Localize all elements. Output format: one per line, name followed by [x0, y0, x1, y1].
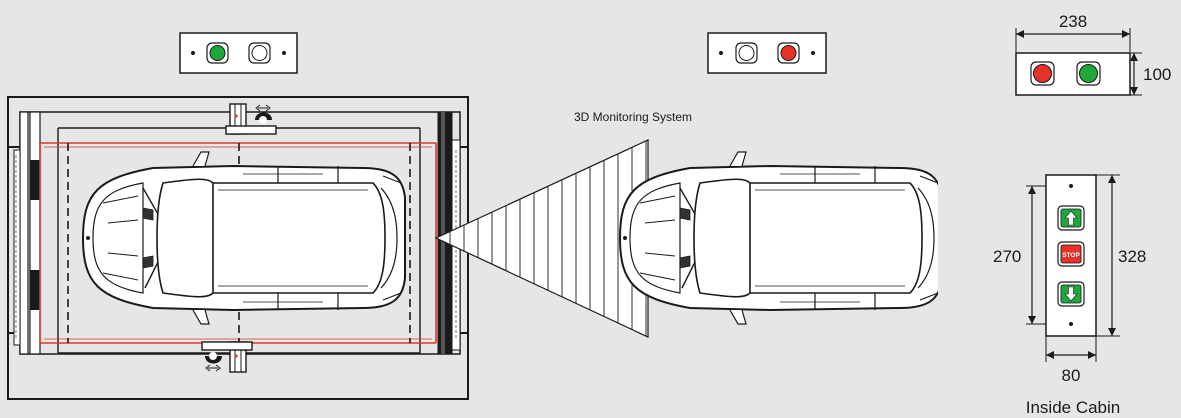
- cabin-panel-drawing: STOP 270 328 80 Inside Cabin: [993, 174, 1146, 417]
- off-indicator-light: [251, 45, 268, 61]
- arrow-up-icon: [1064, 210, 1078, 226]
- width-bottom-label: 80: [1062, 366, 1081, 385]
- panel-dimension-drawing: 238 100: [1015, 12, 1171, 96]
- green-indicator-light: [209, 45, 226, 61]
- control-panel-left: [179, 32, 298, 74]
- system-label: 3D Monitoring System: [574, 110, 692, 124]
- off-indicator-light: [738, 45, 755, 61]
- stop-button[interactable]: STOP: [1057, 241, 1085, 267]
- width-top-label: 238: [1059, 12, 1087, 31]
- left-column: [13, 111, 41, 355]
- down-button[interactable]: [1057, 281, 1085, 307]
- monitoring-system-view: 3D Monitoring System: [434, 32, 938, 338]
- bottom-sensor-mount: [201, 341, 253, 373]
- cabin-caption: Inside Cabin: [1026, 398, 1121, 417]
- top-sensor-mount: [225, 103, 277, 135]
- stop-label: STOP: [1062, 252, 1080, 259]
- parked-car: [82, 151, 406, 325]
- platform-top-view: [7, 32, 469, 400]
- height-inner-label: 270: [993, 247, 1021, 266]
- red-indicator-light: [1033, 64, 1052, 83]
- height-top-label: 100: [1143, 65, 1171, 84]
- green-indicator-light: [1079, 64, 1098, 83]
- red-indicator-light: [780, 45, 797, 61]
- arrow-down-icon: [1064, 286, 1078, 302]
- control-panel-middle: [707, 32, 827, 74]
- up-button[interactable]: [1057, 205, 1085, 231]
- height-outer-label: 328: [1118, 247, 1146, 266]
- scanned-car: [619, 151, 938, 325]
